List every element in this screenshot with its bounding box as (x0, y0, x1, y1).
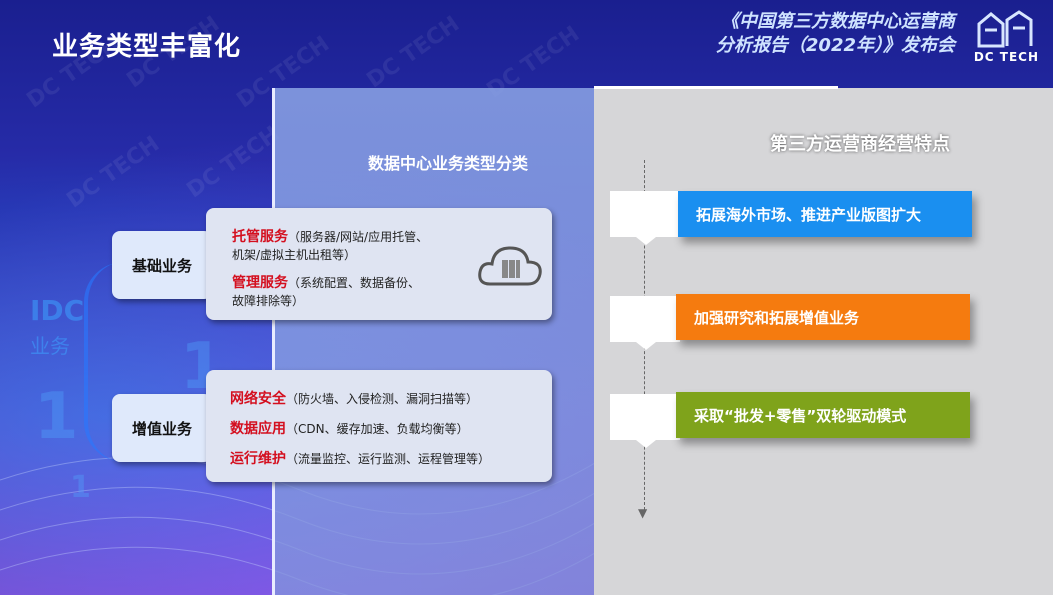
right-section-title: 第三方运营商经营特点 (770, 134, 950, 155)
detail-line: 托管服务（服务器/网站/应用托管、 (232, 226, 428, 246)
feature-marker (610, 191, 680, 245)
right-panel-top-bar (594, 86, 838, 89)
detail-box-value-added (206, 370, 552, 482)
service-desc: （系统配置、数据备份、 (288, 276, 421, 290)
conference-title-line1: 《中国第三方数据中心运营商 (721, 11, 955, 32)
feature-3: 采取“批发+零售”双轮驱动模式 (676, 392, 970, 438)
feature-marker (610, 394, 680, 448)
left-panel (272, 88, 597, 595)
decorative-bracket (84, 262, 148, 462)
dc-tech-logo-icon (977, 10, 1033, 48)
detail-line: 运行维护（流量监控、运行监测、运程管理等） (230, 448, 490, 468)
detail-line: 机架/虚拟主机出租等） (232, 248, 357, 262)
logo-text: DC TECH (973, 50, 1039, 64)
service-name: 网络安全 (230, 391, 286, 407)
service-name: 运行维护 (230, 451, 286, 467)
service-name: 数据应用 (230, 421, 286, 437)
service-desc: （防火墙、入侵检测、漏洞扫描等） (286, 392, 479, 406)
decorative-digit: 1 (34, 380, 79, 454)
feature-1: 拓展海外市场、推进产业版图扩大 (678, 191, 972, 237)
decorative-digit: 1 (70, 470, 91, 505)
detail-line: 数据应用（CDN、缓存加速、负载均衡等） (230, 418, 469, 438)
feature-2: 加强研究和拓展增值业务 (676, 294, 970, 340)
service-desc: （流量监控、运行监测、运程管理等） (286, 452, 491, 466)
detail-line: 网络安全（防火墙、入侵检测、漏洞扫描等） (230, 388, 478, 408)
detail-line: 故障排除等） (232, 294, 305, 308)
service-name: 管理服务 (232, 275, 288, 291)
service-desc: （服务器/网站/应用托管、 (288, 230, 429, 244)
conference-title: 《中国第三方数据中心运营商 分析报告（2022年）》发布会 (716, 10, 955, 58)
detail-line: 管理服务（系统配置、数据备份、 (232, 272, 420, 292)
timeline-arrow-icon: ▼ (638, 506, 648, 520)
service-name: 托管服务 (232, 229, 288, 245)
category-basic: 基础业务 (112, 231, 212, 299)
service-desc: （CDN、缓存加速、负载均衡等） (286, 422, 469, 436)
idc-label: IDC (30, 294, 85, 327)
feature-marker (610, 296, 680, 350)
cloud-server-icon (478, 246, 542, 286)
conference-title-line2: 分析报告（2022年）》发布会 (715, 35, 955, 56)
idc-sub-label: 业务 (30, 334, 70, 358)
left-section-title: 数据中心业务类型分类 (368, 154, 529, 173)
page-title: 业务类型丰富化 (52, 32, 242, 62)
category-value-added: 增值业务 (112, 394, 212, 462)
detail-box-basic (206, 208, 552, 320)
